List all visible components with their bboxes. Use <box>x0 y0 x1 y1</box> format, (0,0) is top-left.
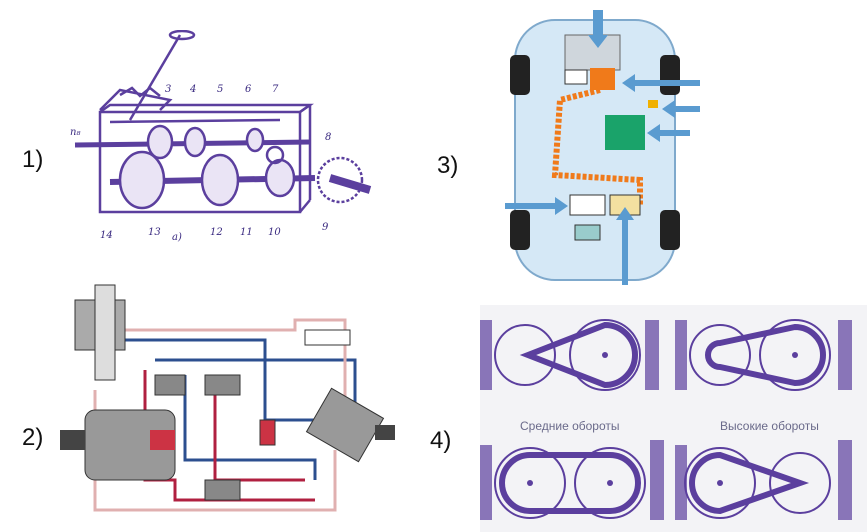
panel-4-label: 4) <box>430 427 452 454</box>
part-number: 12 <box>210 227 223 238</box>
panel-3-label: 3) <box>437 152 459 179</box>
part-number: 3 <box>165 84 171 95</box>
subtitle: а) <box>172 232 182 243</box>
part-number: 9 <box>322 222 329 233</box>
panel-1-label: 1) <box>22 146 44 173</box>
part-number: 14 <box>100 230 113 241</box>
caption-high-rpm: Высокие обороты <box>720 419 819 433</box>
car-layout-diagram <box>505 10 700 285</box>
panel-2-label: 2) <box>22 424 44 451</box>
belt-variator-diagram: Средние обороты Высокие обороты <box>480 305 867 532</box>
caption-medium-rpm: Средние обороты <box>520 419 620 433</box>
part-number: 13 <box>148 227 161 238</box>
part-number: 5 <box>217 84 223 95</box>
part-number: 11 <box>240 227 253 238</box>
part-number: 8 <box>325 132 331 143</box>
gearbox-diagram: 3 4 5 6 7 8 9 10 11 12 13 14 а) n₈ <box>70 30 372 243</box>
hydraulic-diagram <box>60 284 395 512</box>
shaft-label: n₈ <box>70 127 80 138</box>
part-number: 4 <box>189 84 196 95</box>
part-number: 7 <box>272 84 279 95</box>
part-number: 6 <box>245 84 252 95</box>
part-number: 10 <box>268 227 281 238</box>
